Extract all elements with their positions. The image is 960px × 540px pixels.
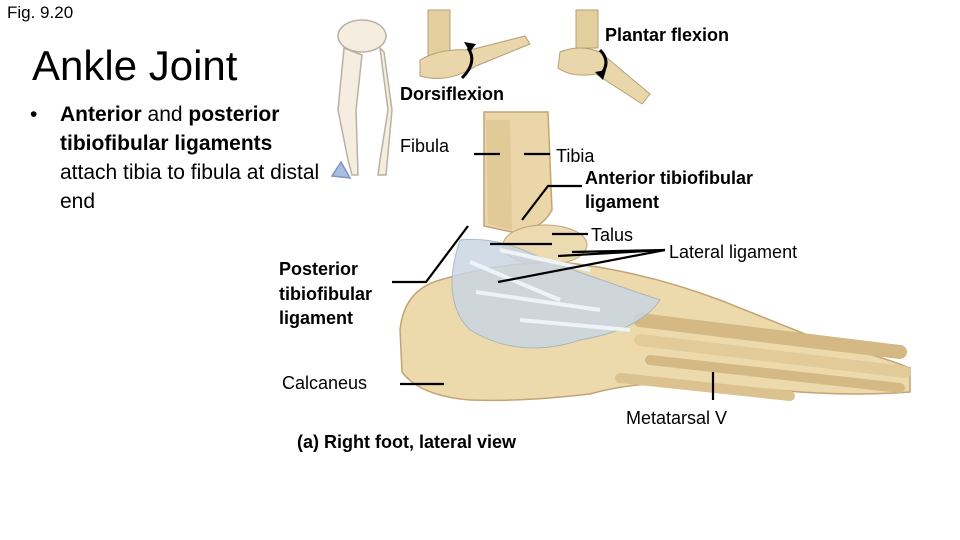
label-lateral-ligament: Lateral ligament — [669, 242, 798, 262]
label-metatarsal-v: Metatarsal V — [626, 408, 728, 428]
bullet-bold-posterior: posterior tibiofibular ligaments — [60, 103, 280, 155]
label-posterior-ligament-line2: tibiofibular — [279, 284, 372, 304]
label-calcaneus: Calcaneus — [282, 373, 368, 393]
skeleton-thumbnail — [330, 19, 393, 179]
label-tibia: Tibia — [556, 146, 595, 166]
bullet-dot: • — [30, 103, 38, 126]
label-posterior-ligament-line1: Posterior — [279, 259, 359, 279]
plantar-flexion-thumbnail — [557, 9, 651, 105]
leader-lines — [392, 152, 715, 400]
label-posterior-ligament-line3: ligament — [279, 308, 354, 328]
label-anterior-ligament-line1: Anterior tibiofibular — [585, 168, 753, 188]
figure-caption: (a) Right foot, lateral view — [297, 432, 517, 452]
bullet-and: and — [141, 103, 189, 126]
dorsiflexion-thumbnail — [419, 9, 531, 80]
label-fibula: Fibula — [400, 136, 450, 156]
label-talus: Talus — [591, 225, 634, 245]
figure-number: Fig. 9.20 — [7, 3, 74, 22]
bullet-point: • Anterior and posterior tibiofibular li… — [30, 100, 330, 216]
bullet-bold-anterior: Anterior — [60, 103, 142, 126]
label-plantar-flexion: Plantar flexion — [605, 25, 730, 45]
label-anterior-ligament-line2: ligament — [585, 192, 660, 212]
label-dorsiflexion: Dorsiflexion — [400, 84, 505, 104]
foot-lateral-view — [399, 111, 911, 402]
slide-title: Ankle Joint — [32, 42, 238, 89]
bullet-text: Anterior and posterior tibiofibular liga… — [60, 100, 330, 216]
bullet-rest: attach tibia to fibula at distal end — [60, 161, 320, 213]
